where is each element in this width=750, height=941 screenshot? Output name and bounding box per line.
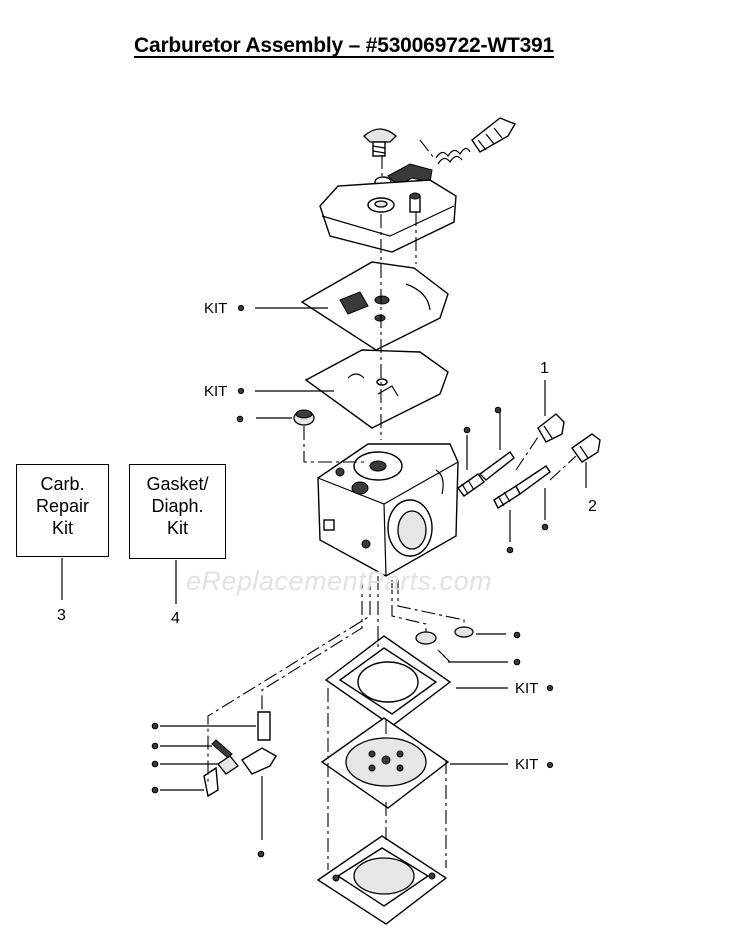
bullet-dots: [151, 304, 554, 858]
callout-2: 2: [588, 498, 597, 515]
adjusting-screw: [471, 117, 517, 153]
box-line: Carb.: [40, 474, 85, 494]
inlet-needle-parts: [203, 711, 277, 798]
box-line: Kit: [166, 518, 188, 538]
pump-cover: [319, 179, 457, 253]
diagram-title: Carburetor Assembly – #530069722-WT391: [134, 34, 555, 57]
box-line: Gasket/: [146, 474, 209, 494]
box-line: Diaph.: [151, 496, 204, 516]
metering-cover: [316, 835, 448, 925]
needle-valves: [457, 451, 551, 510]
welch-plug: [293, 409, 315, 426]
kit-label-diaphragm: KIT: [204, 383, 228, 400]
pump-gasket: [300, 261, 449, 351]
kit-label-gasket: KIT: [204, 300, 228, 317]
limiter-cap-2: [571, 433, 601, 463]
assembly-center-lines: [207, 139, 577, 870]
limiter-cap-1: [537, 413, 565, 443]
box-line: Repair: [35, 496, 90, 516]
small-disc-parts: [415, 626, 474, 645]
callout-1: 1: [540, 360, 549, 377]
cover-screw: [363, 128, 397, 157]
kit-label-metering-diaphragm: KIT: [515, 756, 539, 773]
callout-3: 3: [57, 607, 66, 624]
carburetor-body: [317, 443, 459, 577]
metering-gasket: [324, 635, 452, 727]
box-line: Kit: [51, 518, 73, 538]
pump-diaphragm: [304, 349, 449, 429]
leader-lines: [61, 307, 587, 840]
callout-4: 4: [171, 610, 180, 627]
kit-label-metering-gasket: KIT: [515, 680, 539, 697]
gasket-diaph-kit-box: Gasket/ Diaph. Kit: [129, 464, 226, 559]
spring: [435, 147, 471, 165]
carb-repair-kit-box: Carb. Repair Kit: [16, 464, 109, 557]
metering-diaphragm: [320, 717, 450, 809]
watermark: eReplacementParts.com: [186, 566, 493, 596]
